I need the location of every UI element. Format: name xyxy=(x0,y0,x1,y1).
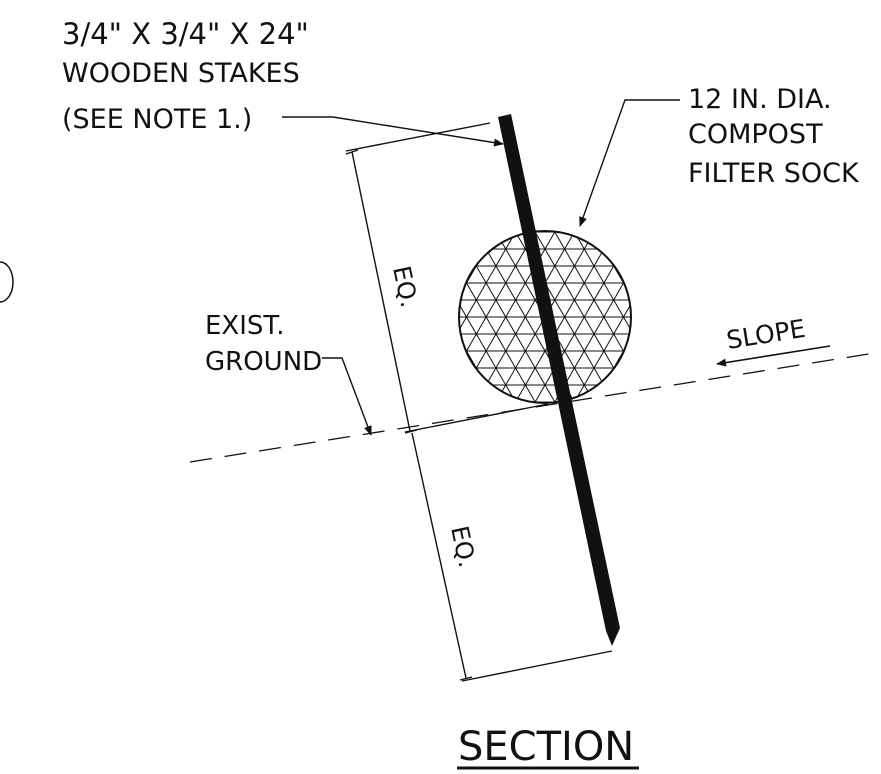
exist-label: EXIST. xyxy=(205,311,284,341)
sock-leader-line xyxy=(579,99,680,227)
sock-material-label: COMPOST xyxy=(688,119,823,150)
hatch-line xyxy=(509,238,611,403)
section-title: SECTION xyxy=(458,724,634,770)
hatch-line xyxy=(479,231,581,396)
ground-label: GROUND xyxy=(205,347,322,377)
hatch-line xyxy=(538,255,631,403)
existing-ground-line xyxy=(189,351,881,463)
hatch-line xyxy=(459,231,522,362)
stake-leader-line xyxy=(282,116,504,147)
ground-leader-line xyxy=(322,357,372,436)
hatch-line xyxy=(459,255,552,403)
sock-type-label: FILTER SOCK xyxy=(688,158,860,189)
partial-callout-circle xyxy=(0,261,14,303)
stake-size-label: 3/4" X 3/4" X 24" xyxy=(62,17,309,51)
hatch-line xyxy=(459,231,493,345)
stake-type-label: WOODEN STAKES xyxy=(62,58,300,89)
dim-upper-label: EQ. xyxy=(387,263,423,310)
hatch-line xyxy=(459,272,522,403)
dimension-lines xyxy=(345,122,613,682)
hatch-line xyxy=(568,272,631,403)
compost-filter-sock xyxy=(458,230,632,404)
slope-arrow xyxy=(716,345,831,367)
hatch-line xyxy=(459,289,493,403)
slope-label: SLOPE xyxy=(724,314,807,355)
wooden-stake xyxy=(498,114,620,646)
hatch-line xyxy=(568,231,631,362)
hatch-line xyxy=(538,231,631,379)
stake-note-label: (SEE NOTE 1.) xyxy=(62,104,252,135)
hatch-line xyxy=(597,289,631,403)
sock-dia-label: 12 IN. DIA. xyxy=(688,84,832,115)
hatch-line xyxy=(597,231,631,345)
dim-lower-label: EQ. xyxy=(445,523,481,570)
